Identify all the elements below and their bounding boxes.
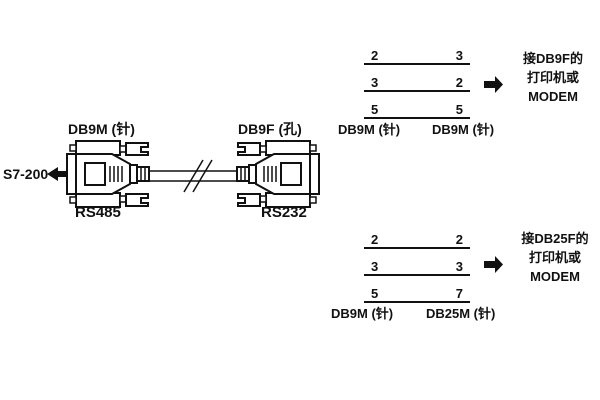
pin-number-right: 3 (455, 259, 463, 274)
pin-number-left: 2 (371, 48, 379, 63)
pin-row: 2 2 (364, 231, 470, 249)
db9m-connector-drawing (66, 140, 150, 208)
rs232-label: RS232 (261, 204, 307, 221)
left-arrow-icon (47, 167, 66, 181)
pin-row: 3 2 (364, 74, 470, 92)
pin-number-right: 2 (455, 75, 463, 90)
pin-row: 5 7 (364, 285, 470, 303)
pinmap2-right-connector-label: DB25M (针) (426, 306, 496, 321)
pin-number-right: 5 (455, 102, 463, 117)
pin-number-left: 3 (371, 259, 379, 274)
s7-200-label: S7-200 (3, 166, 49, 182)
right-arrow-icon (484, 76, 503, 93)
pin-map-db9-to-db9: 2 3 3 2 5 5 (364, 47, 470, 128)
db9m-pin-label: DB9M (针) (68, 121, 135, 137)
note-line: 打印机或 (528, 250, 581, 265)
pinmap1-left-connector-label: DB9M (针) (338, 122, 401, 137)
pin-number-right: 3 (455, 48, 463, 63)
note-line: 接DB25F的 (521, 231, 589, 246)
rs485-label: RS485 (75, 204, 121, 221)
pinmap1-right-connector-label: DB9M (针) (432, 122, 495, 137)
note-line: MODEM (528, 89, 578, 104)
pin-number-right: 7 (455, 286, 463, 301)
pinmap1-note: 接DB9F的 打印机或 MODEM (512, 49, 594, 106)
pin-number-right: 2 (455, 232, 463, 247)
right-arrow-icon (484, 256, 503, 273)
pin-row: 2 3 (364, 47, 470, 65)
pin-number-left: 2 (371, 232, 379, 247)
note-line: MODEM (530, 269, 580, 284)
cable (147, 159, 239, 193)
db9f-hole-label: DB9F (孔) (238, 121, 302, 137)
note-line: 接DB9F的 (523, 51, 583, 66)
pinmap2-left-connector-label: DB9M (针) (331, 306, 394, 321)
pin-number-left: 5 (371, 286, 379, 301)
pin-row: 3 3 (364, 258, 470, 276)
pin-number-left: 3 (371, 75, 379, 90)
pin-map-db9-to-db25: 2 2 3 3 5 7 (364, 231, 470, 312)
note-line: 打印机或 (526, 70, 579, 85)
db9f-connector-drawing (236, 140, 320, 208)
pin-number-left: 5 (371, 102, 379, 117)
pinmap2-note: 接DB25F的 打印机或 MODEM (512, 229, 598, 286)
cable-break-icon (192, 159, 213, 193)
cable-break-icon (183, 159, 204, 193)
pin-row: 5 5 (364, 101, 470, 119)
